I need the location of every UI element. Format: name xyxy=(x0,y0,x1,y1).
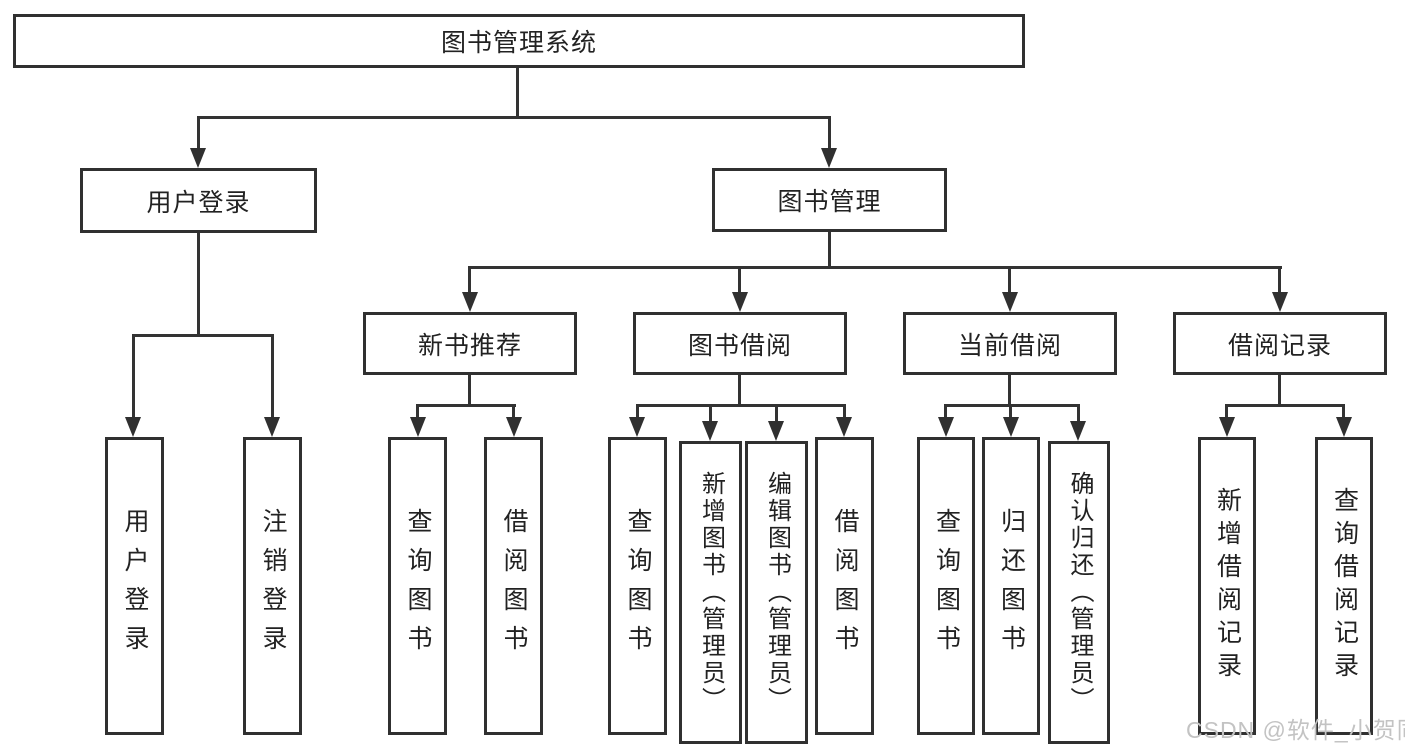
leaf-logout: 注销登录 xyxy=(243,437,302,735)
leaf-label: 新增借阅记录 xyxy=(1213,487,1242,685)
connector-borrow-hline xyxy=(636,404,846,407)
node-label: 新书推荐 xyxy=(417,331,522,360)
connector-userlogin-vline xyxy=(197,233,200,336)
connector-stem xyxy=(1225,404,1228,419)
connector-root-hline xyxy=(197,116,831,119)
leaf-query-books-recommend: 查询图书 xyxy=(388,437,447,735)
connector-stem xyxy=(1342,404,1345,419)
connector-newrec-hline xyxy=(416,404,516,407)
connector-stem xyxy=(197,116,200,150)
connector-stem xyxy=(944,404,947,419)
arrow-down-icon xyxy=(821,148,837,168)
connector-userlogin-hline xyxy=(132,334,274,337)
arrow-down-icon xyxy=(125,417,141,437)
leaf-label: 借阅图书 xyxy=(831,508,859,664)
connector-stem xyxy=(775,404,778,423)
arrow-down-icon xyxy=(1272,292,1288,312)
arrow-down-icon xyxy=(462,292,478,312)
connector-records-vline xyxy=(1278,375,1281,407)
arrow-down-icon xyxy=(506,417,522,437)
leaf-user-login: 用户登录 xyxy=(105,437,164,735)
watermark: CSDN @软件_小贺同学 xyxy=(1186,717,1405,743)
connector-root-vline xyxy=(516,68,519,118)
leaf-add-book-admin: 新增图书（管理员） xyxy=(679,441,742,744)
connector-newrec-vline xyxy=(468,375,471,407)
node-label: 用户登录 xyxy=(146,188,251,217)
arrow-down-icon xyxy=(1336,417,1352,437)
connector-stem xyxy=(828,116,831,150)
arrow-down-icon xyxy=(264,417,280,437)
connector-current-hline xyxy=(944,404,1080,407)
connector-stem xyxy=(636,404,639,419)
arrow-down-icon xyxy=(938,417,954,437)
leaf-label: 查询借阅记录 xyxy=(1330,487,1359,685)
arrow-down-icon xyxy=(702,421,718,441)
node-book-management: 图书管理 xyxy=(712,168,947,232)
arrow-down-icon xyxy=(629,417,645,437)
arrow-down-icon xyxy=(410,417,426,437)
connector-stem xyxy=(1009,404,1012,419)
leaf-label: 编辑图书（管理员） xyxy=(763,471,791,714)
leaf-label: 借阅图书 xyxy=(500,508,528,664)
connector-stem xyxy=(468,266,471,294)
leaf-query-books-borrowing: 查询图书 xyxy=(608,437,667,735)
node-book-borrowing: 图书借阅 xyxy=(633,312,847,375)
leaf-query-books-current: 查询图书 xyxy=(917,437,975,735)
arrow-down-icon xyxy=(768,421,784,441)
node-label: 图书管理系统 xyxy=(440,29,597,57)
arrow-down-icon xyxy=(836,417,852,437)
node-label: 借阅记录 xyxy=(1227,331,1332,360)
connector-stem xyxy=(843,404,846,419)
leaf-borrow-books-recommend: 借阅图书 xyxy=(484,437,543,735)
connector-current-vline xyxy=(1008,375,1011,407)
node-user-login: 用户登录 xyxy=(80,168,317,233)
leaf-label: 注销登录 xyxy=(259,508,287,664)
arrow-down-icon xyxy=(1219,417,1235,437)
connector-bookmgmt-vline xyxy=(828,232,831,269)
connector-stem xyxy=(1077,404,1080,423)
node-label: 当前借阅 xyxy=(957,331,1062,360)
leaf-borrow-books-borrowing: 借阅图书 xyxy=(815,437,874,735)
leaf-label: 查询图书 xyxy=(624,508,652,664)
connector-stem xyxy=(738,266,741,294)
connector-stem xyxy=(1278,266,1281,294)
node-new-book-recommend: 新书推荐 xyxy=(363,312,577,375)
arrow-down-icon xyxy=(1003,417,1019,437)
arrow-down-icon xyxy=(1002,292,1018,312)
leaf-label: 查询图书 xyxy=(932,508,961,664)
arrow-down-icon xyxy=(732,292,748,312)
node-library-management-system: 图书管理系统 xyxy=(13,14,1025,68)
connector-stem xyxy=(512,404,515,419)
leaf-label: 用户登录 xyxy=(121,508,149,664)
leaf-return-books: 归还图书 xyxy=(982,437,1040,735)
connector-stem xyxy=(416,404,419,419)
leaf-label: 查询图书 xyxy=(404,508,432,664)
node-borrowing-records: 借阅记录 xyxy=(1173,312,1387,375)
leaf-query-borrow-record: 查询借阅记录 xyxy=(1315,437,1373,735)
leaf-label: 归还图书 xyxy=(997,508,1026,664)
arrow-down-icon xyxy=(1070,421,1086,441)
connector-stem xyxy=(271,334,274,418)
leaf-add-borrow-record: 新增借阅记录 xyxy=(1198,437,1256,735)
node-current-borrowing: 当前借阅 xyxy=(903,312,1117,375)
leaf-label: 确认归还（管理员） xyxy=(1066,471,1093,714)
leaf-confirm-return-admin: 确认归还（管理员） xyxy=(1048,441,1110,744)
connector-records-hline xyxy=(1225,404,1345,407)
arrow-down-icon xyxy=(190,148,206,168)
connector-borrow-vline xyxy=(738,375,741,407)
node-label: 图书借阅 xyxy=(687,331,792,360)
connector-stem xyxy=(1008,266,1011,294)
connector-bookmgmt-hline xyxy=(468,266,1282,269)
connector-stem xyxy=(132,334,135,418)
connector-stem xyxy=(709,404,712,423)
leaf-label: 新增图书（管理员） xyxy=(697,471,725,714)
leaf-edit-book-admin: 编辑图书（管理员） xyxy=(745,441,808,744)
node-label: 图书管理 xyxy=(777,188,882,216)
